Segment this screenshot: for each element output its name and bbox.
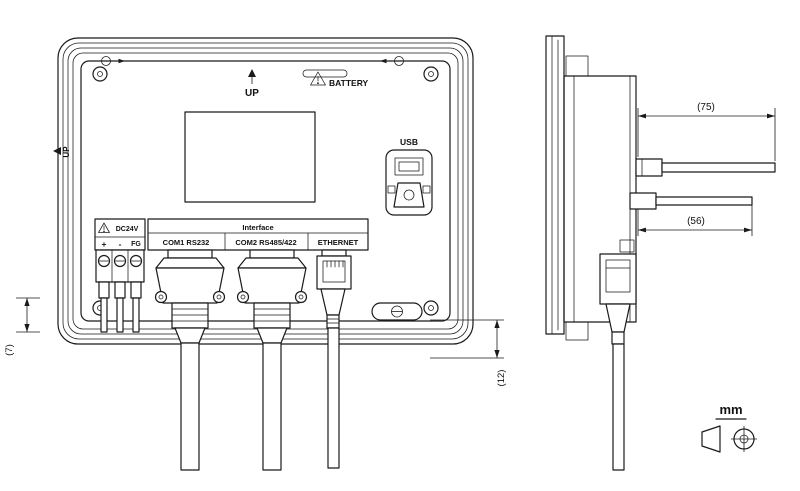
side-view: (75) (56) [545, 35, 776, 471]
thumbscrew-icon [236, 290, 250, 304]
dimension-label: (75) [697, 102, 715, 113]
nameplate-area [184, 111, 316, 203]
dimension-label: (7) [4, 344, 15, 356]
cable-clamp [393, 182, 425, 208]
thumbscrew-icon [212, 290, 226, 304]
projection-symbol [701, 425, 757, 453]
dc24v-label: DC24V [116, 226, 139, 233]
ethernet-cable-side [612, 343, 625, 471]
screw-slot-icon [101, 56, 125, 66]
units-note: mm [701, 402, 757, 453]
usb-housing [385, 149, 433, 216]
thumbscrew-icon [294, 290, 308, 304]
battery-marker: BATTERY [310, 71, 369, 88]
com2-cable [262, 342, 282, 471]
screw-icon [423, 66, 439, 82]
screw-icon [92, 66, 108, 82]
terminal-block [95, 249, 145, 333]
bottom-slot [371, 302, 423, 321]
com2-label: COM2 RS485/422 [235, 238, 296, 247]
com2-connector [236, 249, 308, 471]
rear-view: UP BATTERY UP USB [53, 37, 474, 471]
battery-label: BATTERY [329, 78, 369, 88]
dimension-label: (56) [687, 216, 705, 227]
screw-slot-icon [380, 56, 404, 66]
dimension-7: (7) [4, 297, 40, 356]
screw-icon [423, 300, 439, 316]
ethernet-connector-side [599, 239, 637, 471]
com1-cable [180, 342, 200, 471]
up-label: UP [245, 88, 259, 99]
interface-title: Interface [242, 223, 273, 232]
ethernet-cable [327, 327, 340, 469]
com1-label: COM1 RS232 [163, 238, 210, 247]
units-label: mm [719, 402, 742, 417]
up-marker: UP [245, 69, 259, 99]
usb-socket [394, 157, 424, 176]
side-up-marker: UP [53, 146, 71, 158]
minus-label: - [119, 239, 122, 249]
left-arrow-icon [53, 147, 61, 155]
dimension-12: (12) [430, 319, 507, 387]
warning-triangle-icon [98, 222, 110, 233]
usb-cable-side [635, 158, 776, 177]
cone-icon [701, 425, 721, 453]
dimension-75: (75) [637, 102, 776, 161]
usb-port: USB [385, 137, 433, 216]
usb-label: USB [400, 137, 418, 147]
com-cable-side [629, 192, 753, 210]
power-wire [100, 297, 108, 333]
com1-connector [154, 249, 226, 471]
interface-panel: Interface COM1 RS232 COM2 RS485/422 ETHE… [147, 218, 369, 251]
top-screw-direction-icons [101, 56, 404, 66]
dimension-label: (12) [496, 370, 507, 387]
plus-label: + [102, 239, 107, 249]
thumbscrew-icon [154, 290, 168, 304]
power-wire [116, 297, 124, 333]
dimension-56: (56) [637, 205, 753, 236]
ethernet-connector [316, 249, 352, 469]
circle-view-icon [731, 426, 757, 452]
power-wire [132, 297, 140, 333]
fg-label: FG [131, 241, 141, 248]
bezel-profile [545, 35, 565, 335]
side-up-label: UP [62, 146, 71, 158]
warning-triangle-icon [310, 71, 326, 86]
power-terminal: DC24V + - FG [94, 218, 146, 333]
ethernet-label: ETHERNET [318, 238, 359, 247]
vent-slot [302, 69, 348, 78]
